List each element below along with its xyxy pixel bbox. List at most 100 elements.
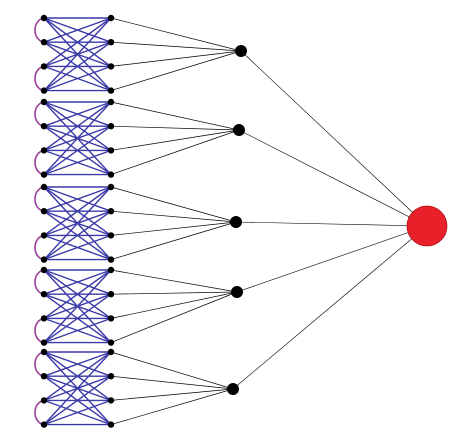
node-g4-left-1 [40, 266, 48, 274]
node-g5-right-4 [107, 421, 115, 428]
intra-edge-g4 [43, 317, 112, 344]
arc-edge-g5-2 [34, 399, 45, 426]
intra-edge-g4 [43, 269, 112, 295]
intra-edge-g5 [43, 351, 112, 377]
hub-root-edge-2 [238, 129, 428, 227]
spoke-edge-g1-4 [110, 50, 242, 91]
intra-edge-g2 [43, 101, 112, 127]
spoke-edge-g3-2 [110, 210, 237, 223]
intra-edge-g5 [43, 375, 112, 426]
spoke-edge-g4-2 [110, 291, 238, 295]
hub-node-2 [233, 124, 245, 136]
node-g1-left-1 [40, 14, 48, 22]
intra-edge-g1 [43, 41, 112, 92]
spoke-edges-layer [110, 17, 428, 425]
hub-root-edge-3 [235, 221, 428, 227]
node-g1-left-3 [40, 63, 48, 70]
node-g1-left-4 [40, 87, 48, 94]
intra-edge-g3 [43, 210, 112, 261]
node-g5-left-4 [40, 421, 48, 428]
spoke-edge-g3-4 [110, 221, 237, 260]
intra-group-edges-layer [43, 17, 112, 426]
arc-edge-g1-2 [34, 65, 45, 92]
node-g4-right-4 [107, 339, 115, 346]
arc-edge-g2-2 [34, 149, 45, 176]
spoke-edge-g3-3 [110, 221, 237, 236]
node-g2-right-3 [107, 147, 115, 154]
nodes-layer [40, 14, 448, 428]
node-g2-left-4 [40, 171, 48, 178]
arc-edge-g3-1 [34, 186, 45, 212]
root-node [406, 205, 448, 247]
intra-edge-g5 [43, 399, 112, 426]
hub-root-edge-4 [236, 225, 428, 293]
intra-edge-g1 [43, 17, 112, 43]
node-g3-right-2 [107, 208, 115, 215]
node-g3-left-2 [40, 208, 48, 215]
node-g3-left-4 [40, 256, 48, 263]
node-g4-right-3 [107, 315, 115, 322]
intra-edge-g3 [43, 186, 112, 261]
spoke-edge-g5-2 [110, 375, 234, 390]
spoke-edge-g5-4 [110, 388, 234, 425]
arc-edge-g4-1 [34, 269, 45, 295]
spoke-edge-g2-4 [110, 129, 240, 175]
node-g1-right-3 [107, 63, 115, 70]
intra-edge-g1 [43, 17, 112, 92]
intra-edge-g2 [43, 125, 112, 176]
node-g1-left-2 [40, 39, 48, 46]
intra-edge-g3 [43, 186, 112, 236]
hub-node-5 [227, 383, 239, 395]
arc-edge-g5-1 [34, 351, 45, 377]
node-g5-right-3 [107, 397, 115, 404]
spoke-edge-g1-2 [110, 41, 242, 52]
intra-edge-g1 [43, 17, 112, 67]
node-g4-left-4 [40, 339, 48, 346]
spoke-edge-g3-1 [110, 186, 237, 223]
hub-node-3 [230, 216, 242, 228]
hub-node-1 [235, 45, 247, 57]
hub-root-edge-5 [232, 225, 428, 390]
node-g2-right-4 [107, 171, 115, 178]
spoke-edge-g4-1 [110, 269, 238, 293]
node-g4-right-1 [107, 266, 115, 274]
spoke-edge-g2-3 [110, 129, 240, 151]
node-g5-left-1 [40, 348, 48, 356]
spoke-edge-g4-4 [110, 291, 238, 343]
node-g3-right-3 [107, 232, 115, 239]
intra-edge-g5 [43, 351, 112, 401]
arc-edge-g1-1 [34, 17, 45, 43]
spoke-edge-g4-3 [110, 291, 238, 319]
node-g4-right-2 [107, 291, 115, 298]
intra-edge-g4 [43, 293, 112, 344]
arc-edge-g2-1 [34, 101, 45, 127]
node-g3-left-3 [40, 232, 48, 239]
spoke-edge-g5-1 [110, 351, 234, 390]
node-g2-left-1 [40, 98, 48, 106]
intra-edge-g2 [43, 149, 112, 176]
arc-edge-g4-2 [34, 317, 45, 344]
spoke-edge-g2-1 [110, 101, 240, 131]
spoke-edge-g1-1 [110, 17, 242, 52]
node-g1-right-2 [107, 39, 115, 46]
spoke-edge-g2-2 [110, 125, 240, 131]
intra-edge-g5 [43, 351, 112, 426]
node-g5-right-1 [107, 348, 115, 356]
node-g4-left-3 [40, 315, 48, 322]
node-g5-left-2 [40, 373, 48, 380]
node-g5-left-3 [40, 397, 48, 404]
intra-edge-g1 [43, 65, 112, 92]
hub-node-4 [231, 286, 243, 298]
spoke-edge-g1-3 [110, 50, 242, 67]
hub-root-edge-1 [240, 50, 428, 227]
node-g4-left-2 [40, 291, 48, 298]
intra-edge-g4 [43, 269, 112, 344]
node-g2-right-1 [107, 98, 115, 106]
node-g2-left-3 [40, 147, 48, 154]
node-g2-right-2 [107, 123, 115, 130]
spoke-edge-g5-3 [110, 388, 234, 401]
node-g1-right-1 [107, 14, 115, 22]
arc-edge-g3-2 [34, 234, 45, 261]
